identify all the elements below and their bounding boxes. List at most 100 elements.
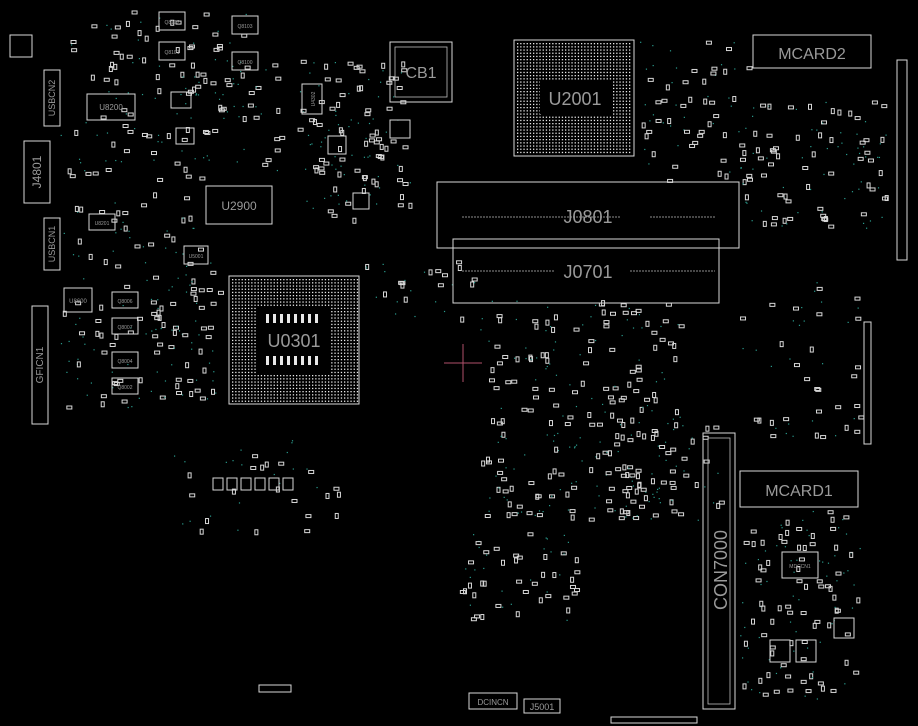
bga-ball bbox=[526, 87, 528, 90]
via bbox=[168, 289, 170, 291]
bga-ball bbox=[244, 397, 247, 399]
smd-pad bbox=[630, 417, 635, 424]
bga-ball bbox=[571, 129, 573, 131]
bga-ball bbox=[581, 62, 583, 64]
bga-ball bbox=[625, 113, 628, 115]
bga-ball bbox=[561, 71, 564, 74]
bga-ball bbox=[344, 378, 346, 380]
via bbox=[803, 320, 805, 322]
smd-pad bbox=[383, 291, 388, 298]
bga-ball bbox=[232, 391, 234, 393]
bga-ball bbox=[340, 375, 343, 377]
bga-ball bbox=[334, 400, 336, 402]
bga-ball bbox=[337, 333, 339, 335]
smd-pad bbox=[516, 579, 523, 584]
smd-pad bbox=[705, 40, 712, 45]
label-usbcn2: USBCN2 bbox=[47, 80, 57, 117]
smd-pad bbox=[816, 312, 823, 317]
bga-ball bbox=[555, 119, 557, 122]
bga-ball bbox=[571, 139, 573, 141]
bga-ball bbox=[235, 378, 237, 380]
smd-pad bbox=[651, 151, 656, 158]
bga-ball bbox=[347, 375, 349, 377]
via bbox=[232, 78, 234, 80]
bga-ball bbox=[526, 145, 528, 147]
bga-ball bbox=[251, 282, 253, 284]
bga-ball bbox=[248, 368, 250, 370]
bga-ball bbox=[568, 142, 570, 144]
bga-ball bbox=[622, 100, 624, 102]
bga-ball bbox=[328, 400, 330, 402]
bga-ball bbox=[629, 49, 631, 51]
component-cb1 bbox=[389, 41, 453, 103]
smd-pad bbox=[804, 377, 811, 382]
smd-pad bbox=[396, 85, 403, 90]
bga-ball bbox=[299, 279, 301, 281]
bga-ball bbox=[324, 291, 327, 294]
bga-ball bbox=[232, 343, 234, 345]
bga-ball bbox=[248, 371, 250, 374]
smd-pad bbox=[627, 465, 634, 470]
bga-ball bbox=[603, 65, 605, 67]
via bbox=[238, 116, 240, 118]
via bbox=[384, 271, 386, 273]
bga-ball bbox=[321, 282, 323, 284]
bga-ball bbox=[606, 123, 608, 125]
bga-ball bbox=[533, 46, 535, 48]
bga-ball bbox=[574, 55, 576, 58]
via bbox=[858, 188, 860, 190]
bga-ball bbox=[539, 52, 541, 54]
smd-pad bbox=[639, 406, 644, 413]
bga-ball bbox=[248, 339, 250, 342]
via bbox=[320, 141, 323, 143]
label-q8004: Q8004 bbox=[117, 359, 132, 365]
bga-ball bbox=[581, 129, 583, 131]
via bbox=[619, 424, 622, 426]
bga-ball bbox=[517, 113, 519, 115]
smd-pad bbox=[608, 486, 615, 491]
bga-ball bbox=[603, 75, 605, 77]
u0301-pad bbox=[315, 314, 318, 323]
bga-ball bbox=[340, 346, 343, 348]
bga-ball bbox=[238, 327, 240, 329]
via bbox=[658, 498, 660, 500]
bga-ball bbox=[334, 381, 336, 383]
smd-pad bbox=[212, 128, 219, 133]
bga-ball bbox=[536, 107, 538, 109]
bga-ball bbox=[254, 400, 256, 402]
bga-ball bbox=[600, 116, 602, 118]
via bbox=[182, 217, 184, 219]
bga-ball bbox=[276, 301, 279, 303]
bga-ball bbox=[232, 365, 234, 367]
bga-ball bbox=[616, 81, 618, 83]
bga-ball bbox=[267, 282, 269, 284]
smd-pad bbox=[560, 551, 567, 556]
bga-ball bbox=[241, 295, 243, 297]
via bbox=[60, 134, 62, 137]
bga-ball bbox=[305, 279, 307, 281]
bga-ball bbox=[315, 279, 317, 281]
bga-ball bbox=[241, 387, 243, 390]
bga-ball bbox=[356, 339, 359, 342]
via bbox=[364, 184, 366, 186]
bga-ball bbox=[523, 132, 525, 134]
bga-ball bbox=[353, 288, 355, 290]
bga-ball bbox=[244, 359, 247, 361]
smd-pad bbox=[717, 170, 722, 177]
bga-ball bbox=[517, 43, 519, 45]
u0301-pad bbox=[301, 356, 304, 365]
smd-pad bbox=[494, 344, 501, 349]
bga-ball bbox=[267, 375, 269, 377]
via bbox=[640, 41, 642, 43]
via bbox=[206, 155, 208, 157]
bga-ball bbox=[251, 359, 253, 361]
bga-ball bbox=[254, 336, 256, 338]
via bbox=[500, 407, 502, 410]
smd-pad bbox=[614, 442, 621, 447]
bga-ball bbox=[235, 400, 237, 402]
bga-ball bbox=[328, 394, 330, 396]
smd-pad bbox=[70, 40, 77, 45]
bga-ball bbox=[232, 394, 234, 396]
bga-ball bbox=[545, 65, 548, 67]
bga-ball bbox=[619, 94, 621, 96]
